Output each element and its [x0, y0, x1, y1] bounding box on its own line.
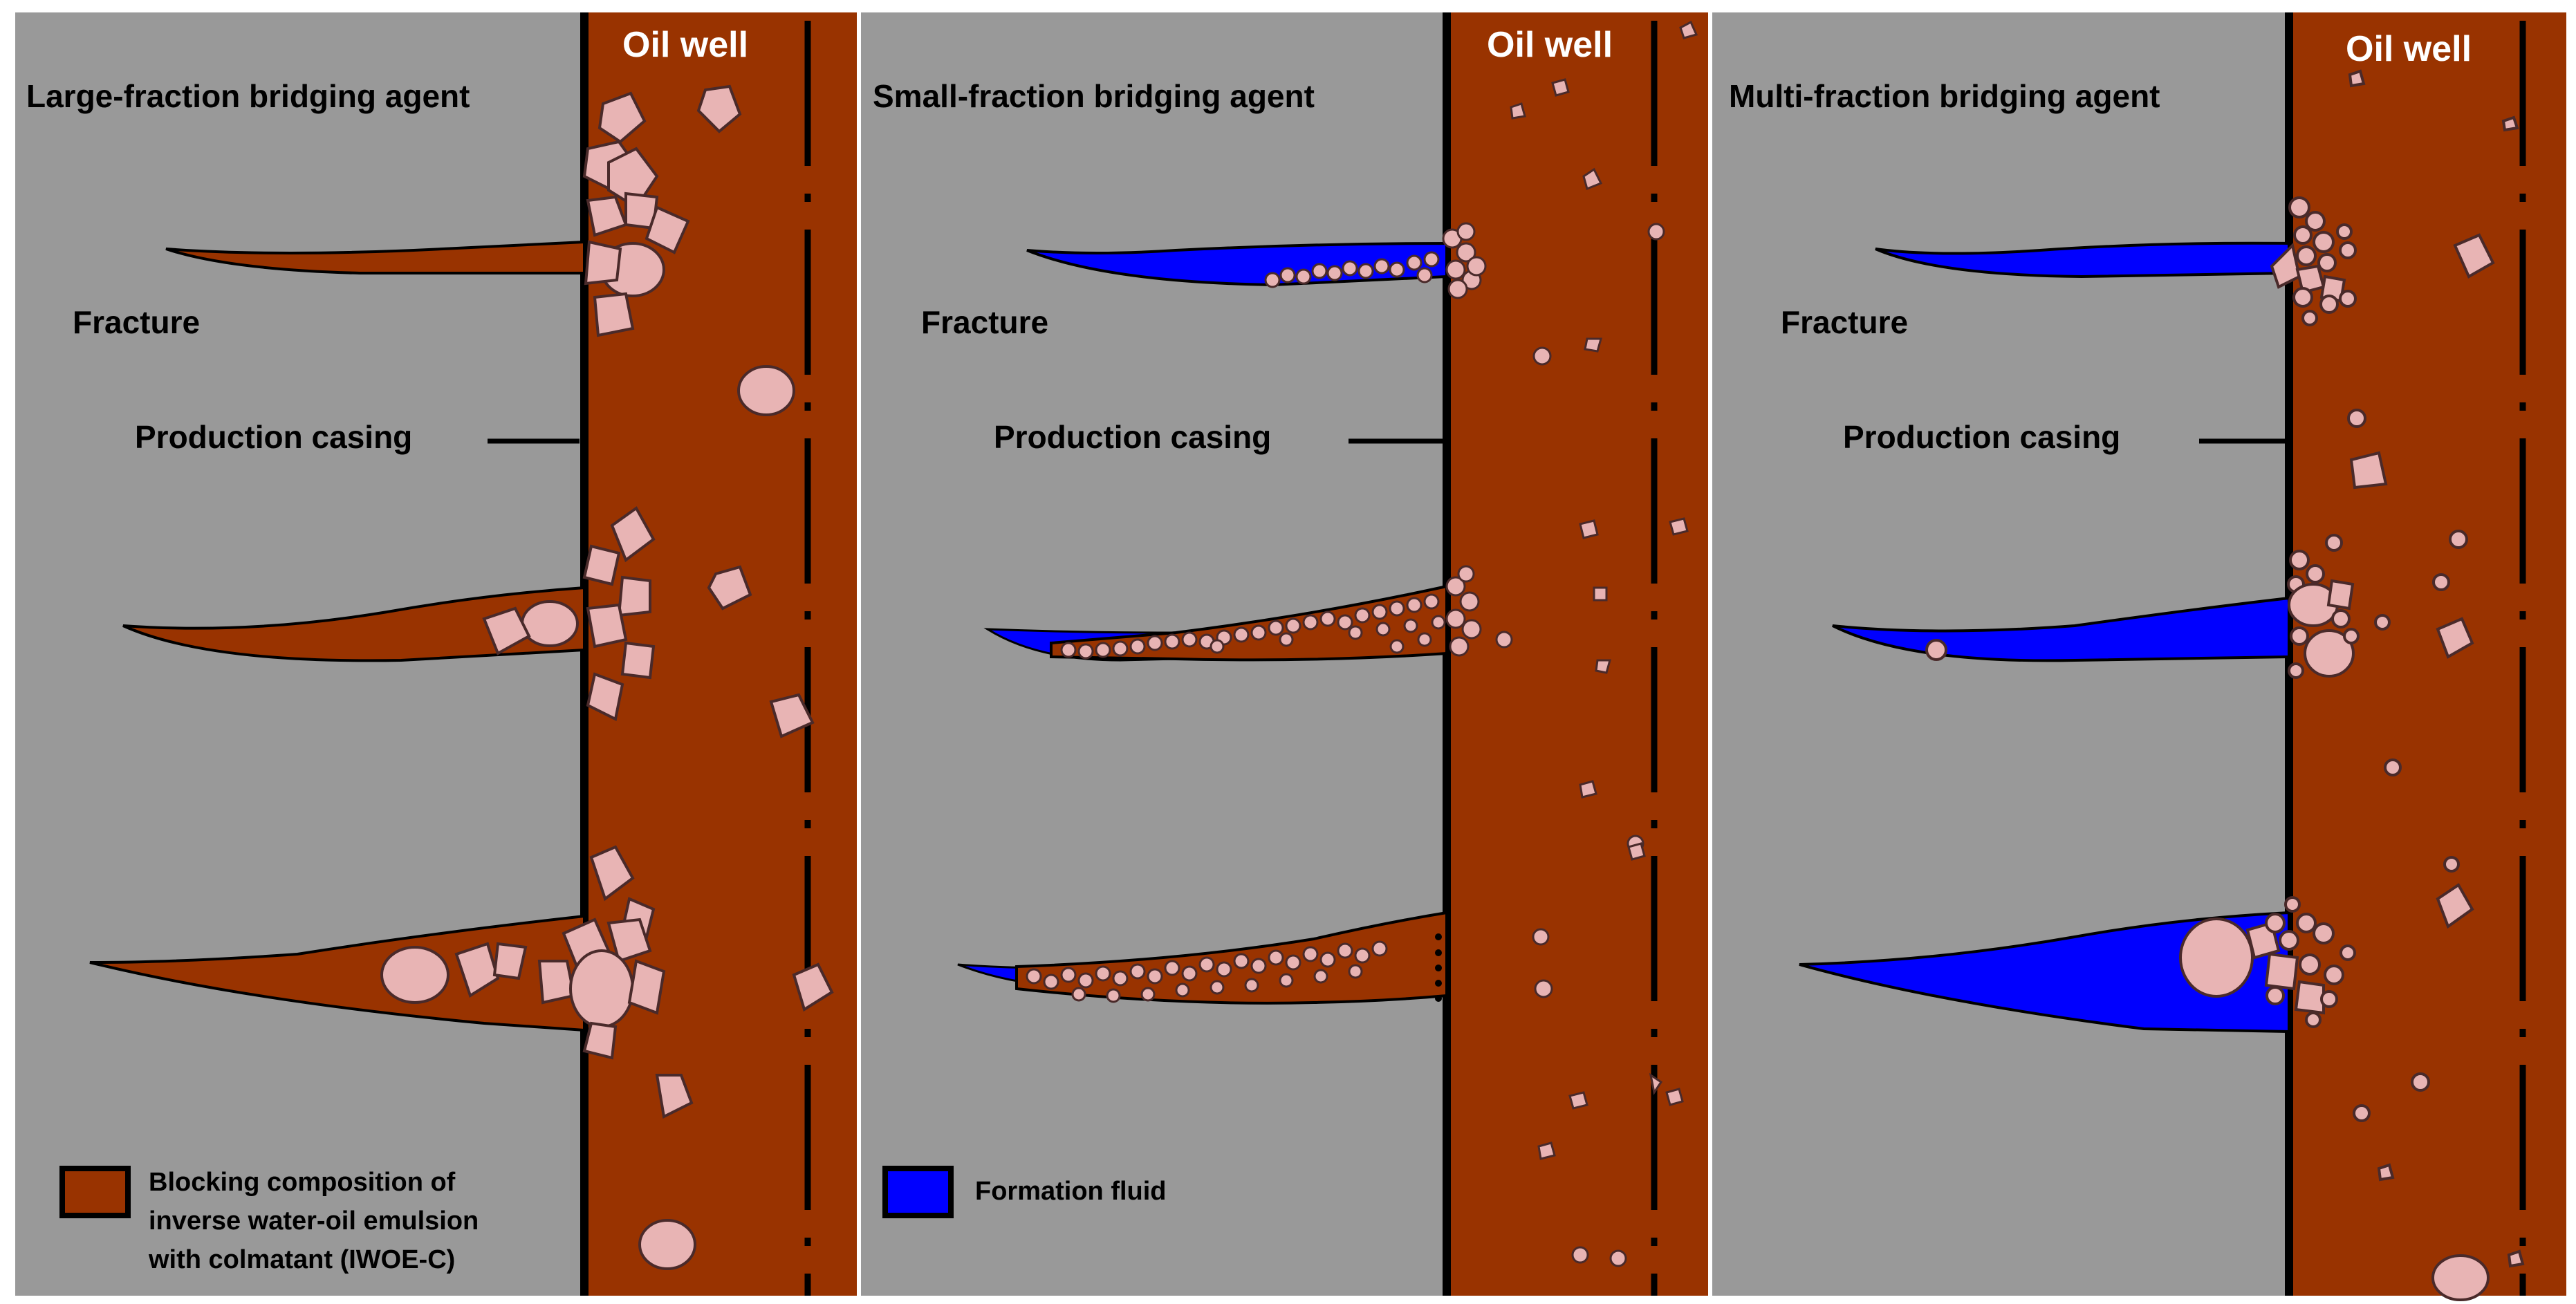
panel-title: Multi-fraction bridging agent [1729, 78, 2160, 114]
panel-multi-fraction: Multi-fraction bridging agent Oil well F… [1712, 12, 2566, 1301]
legend-swatch-blue [882, 1166, 954, 1218]
casing-label: Production casing [135, 419, 412, 455]
oil-well-label: Oil well [1487, 25, 1613, 65]
panel-title: Large-fraction bridging agent [26, 78, 470, 114]
casing-label: Production casing [994, 419, 1271, 455]
fracture-upper [165, 240, 586, 274]
panel-large-fraction: Large-fraction bridging agent Oil well F… [15, 12, 857, 1296]
casing-perforations [1435, 933, 1442, 1002]
legend-item-formation-fluid: Formation fluid [882, 1166, 1167, 1218]
legend-label-line-2: inverse water-oil emulsion [149, 1207, 479, 1236]
oil-well-label: Oil well [622, 25, 748, 65]
legend-label-line-1: Formation fluid [975, 1177, 1167, 1206]
legend-label-line-1: Blocking composition of [149, 1168, 456, 1197]
fracture-lower [89, 914, 586, 1032]
casing-label: Production casing [1843, 419, 2120, 455]
fracture-upper-fluid [1875, 241, 2290, 279]
panel-small-fraction: Small-fraction bridging agent Oil well F… [861, 12, 1708, 1296]
fracture-label: Fracture [73, 304, 200, 340]
bridging-particles [1925, 69, 2525, 1301]
fracture-middle [122, 586, 586, 662]
oil-well-bore [1447, 12, 1708, 1296]
bridging-particles [1026, 20, 1698, 1267]
oil-well-label: Oil well [2346, 29, 2472, 69]
legend: Blocking composition of inverse water-oi… [59, 1166, 1167, 1274]
legend-item-iwoe-c: Blocking composition of inverse water-oi… [59, 1166, 479, 1274]
legend-label-line-3: with colmatant (IWOE-C) [148, 1245, 455, 1274]
fracture-label: Fracture [1781, 304, 1908, 340]
legend-swatch-brown [59, 1166, 131, 1218]
fracture-lower-fluid [1799, 911, 2290, 1034]
bridging-particles [380, 84, 834, 1270]
fracture-label: Fracture [921, 304, 1048, 340]
panel-title: Small-fraction bridging agent [873, 78, 1315, 114]
